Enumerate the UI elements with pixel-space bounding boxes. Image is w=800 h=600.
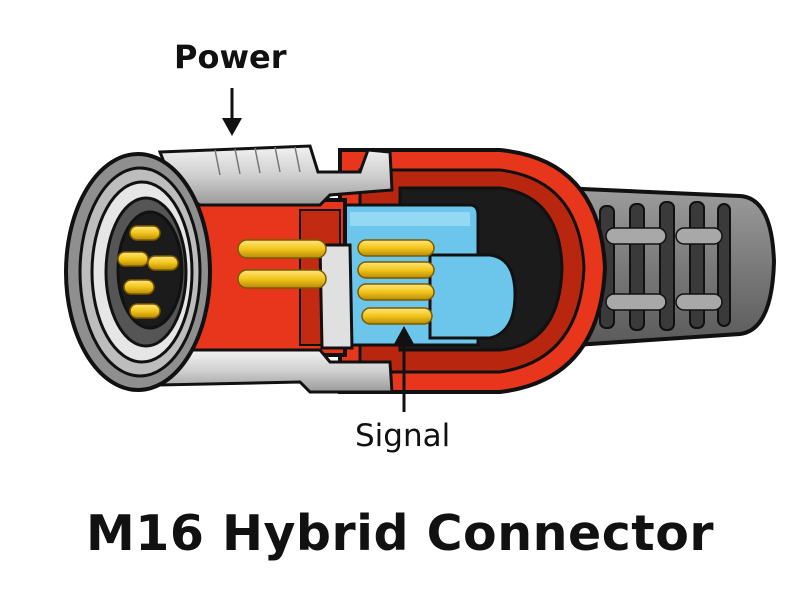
connector-front-face	[64, 152, 212, 392]
signal-arrow	[394, 326, 414, 412]
power-label: Power	[174, 38, 287, 76]
power-pin	[237, 269, 327, 289]
front-pins	[117, 225, 179, 319]
signal-pin	[357, 261, 435, 279]
signal-pin	[361, 307, 433, 325]
signal-pins	[357, 239, 435, 325]
signal-pin	[357, 239, 435, 257]
front-pin	[123, 279, 155, 295]
power-pins	[237, 239, 327, 289]
front-pin	[129, 225, 161, 241]
front-pin	[147, 255, 179, 271]
coupling-nut	[157, 144, 394, 394]
power-arrow	[222, 88, 242, 136]
signal-pin	[357, 283, 435, 301]
signal-label: Signal	[355, 418, 451, 454]
cable-boot	[558, 185, 777, 349]
power-pin	[237, 239, 327, 259]
front-pin	[117, 251, 149, 267]
front-pin	[129, 303, 161, 319]
diagram-title: M16 Hybrid Connector	[85, 505, 715, 562]
